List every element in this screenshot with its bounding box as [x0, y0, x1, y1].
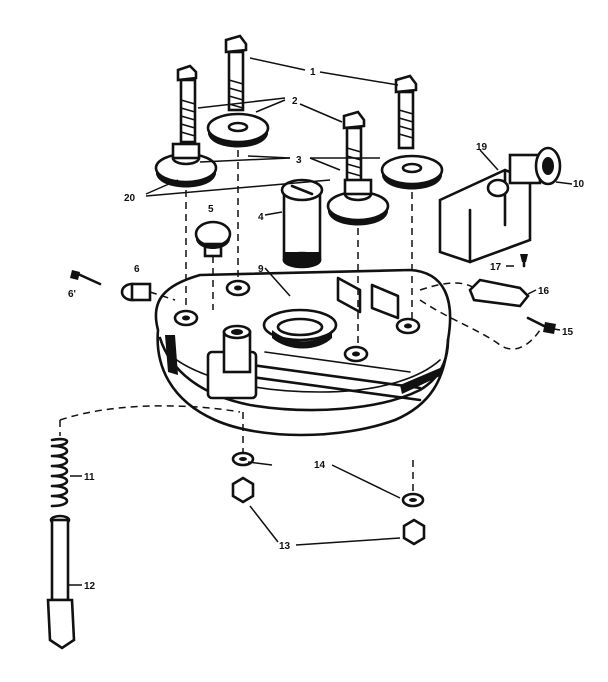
callout-20: 20 [124, 193, 136, 204]
small-screw [70, 270, 102, 286]
housing-bosses [173, 279, 421, 363]
callout-6: 6 [134, 264, 140, 275]
bolt-center-back [224, 34, 248, 112]
spring-part [50, 437, 69, 508]
lower-nut-right [402, 518, 426, 546]
lower-washer-right [401, 492, 425, 508]
callout-11: 11 [84, 472, 95, 483]
callout-9: 9 [258, 264, 264, 275]
bolt-right [394, 74, 418, 150]
washer-right [380, 154, 444, 190]
callout-17: 17 [490, 262, 502, 273]
plug-part [120, 282, 152, 302]
housing-body [154, 268, 452, 437]
callout-15: 15 [562, 327, 574, 338]
pin-part [46, 514, 76, 650]
lower-nut-left [231, 476, 255, 504]
callout-4: 4 [258, 212, 264, 223]
latch-part [468, 254, 556, 334]
alignment-lines [59, 150, 541, 494]
cap-part [194, 220, 232, 258]
washer-center-back [206, 112, 270, 148]
callout-3: 3 [296, 155, 302, 166]
front-cylinder [222, 324, 252, 374]
callout-2: 2 [292, 96, 298, 107]
callout-10: 10 [573, 179, 585, 190]
callout-5: 5 [208, 204, 214, 215]
callout-1: 1 [310, 67, 316, 78]
callout-19: 19 [476, 142, 488, 153]
side-bracket [438, 146, 562, 264]
callout-16: 16 [538, 286, 550, 297]
callout-14: 14 [314, 460, 326, 471]
washer-center-front [326, 178, 390, 226]
bolt-center-front [342, 110, 366, 184]
callout-12: 12 [84, 581, 96, 592]
callout-6-prime: 6' [68, 289, 76, 300]
callout-13: 13 [279, 541, 291, 552]
leader-lines [68, 57, 573, 586]
callout-labels: 1 2 3 4 5 6 6' 9 10 11 12 13 14 15 16 17… [68, 67, 585, 592]
piston-sleeve [280, 178, 324, 269]
bolt-left [176, 64, 198, 144]
washer-left [154, 142, 218, 188]
lower-washer-left [231, 451, 255, 467]
